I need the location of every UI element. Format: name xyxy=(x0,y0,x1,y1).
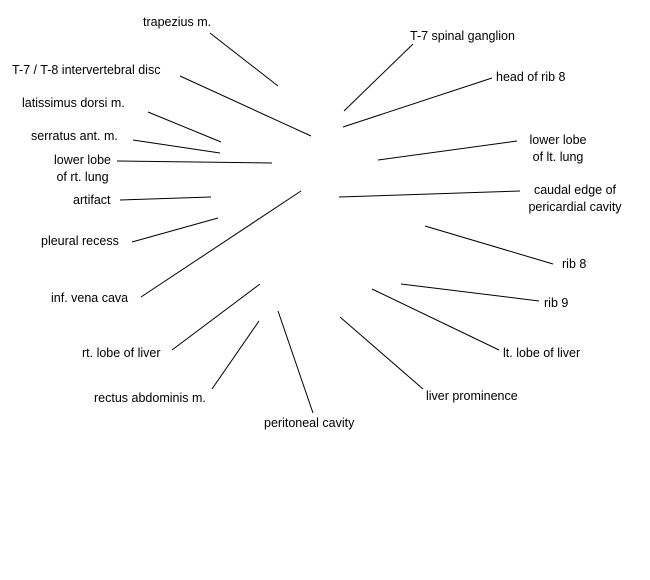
label-lower-lobe-lt-line2: of lt. lung xyxy=(532,150,584,164)
leader-line-peritoneal xyxy=(277,310,314,414)
label-caudal-edge-line2: pericardial cavity xyxy=(528,200,622,214)
label-lower-lobe-rt-line1: lower lobe xyxy=(54,153,111,167)
label-t7-t8-disc: T-7 / T-8 intervertebral disc xyxy=(12,63,161,77)
label-head-rib8: head of rib 8 xyxy=(496,70,566,84)
label-lt-lobe-liver: lt. lobe of liver xyxy=(503,346,581,360)
label-lower-lobe-lt-line1: lower lobe xyxy=(529,133,587,147)
label-rt-lobe-liver: rt. lobe of liver xyxy=(82,346,161,360)
leader-line-serratus xyxy=(132,139,221,154)
label-rib9: rib 9 xyxy=(544,296,569,310)
label-pleural-recess: pleural recess xyxy=(41,234,119,248)
leader-line-rib8 xyxy=(424,225,554,265)
label-liver-prominence: liver prominence xyxy=(426,389,518,403)
label-peritoneal: peritoneal cavity xyxy=(264,416,355,430)
leader-line-lt-lobe-liver xyxy=(371,288,500,351)
leader-line-rt-lobe-liver xyxy=(171,283,261,351)
label-rib8: rib 8 xyxy=(562,257,587,271)
label-lower-lobe-rt-line2: of rt. lung xyxy=(56,170,109,184)
label-caudal-edge-line1: caudal edge of xyxy=(533,183,616,197)
label-artifact: artifact xyxy=(73,193,111,207)
label-serratus: serratus ant. m. xyxy=(31,129,118,143)
leader-line-latissimus xyxy=(147,111,222,143)
leader-line-artifact xyxy=(119,196,212,201)
label-lower-lobe-lt: lower lobe of lt. lung xyxy=(518,132,598,166)
leader-line-lower-lobe-lt xyxy=(377,140,518,161)
label-caudal-edge: caudal edge of pericardial cavity xyxy=(515,182,635,216)
label-lower-lobe-rt: lower lobe of rt. lung xyxy=(45,152,120,186)
leader-line-t7-ganglion xyxy=(343,43,414,112)
leader-line-pleural-recess xyxy=(131,217,219,243)
leader-line-head-rib8 xyxy=(342,77,493,128)
label-inf-vena-cava: inf. vena cava xyxy=(51,291,129,305)
leader-line-liver-prominence xyxy=(339,316,424,390)
label-t7-ganglion: T-7 spinal ganglion xyxy=(410,29,515,43)
label-rectus: rectus abdominis m. xyxy=(94,391,206,405)
leader-line-lower-lobe-rt xyxy=(116,160,273,164)
leader-line-rectus xyxy=(211,320,260,390)
leader-line-rib9 xyxy=(400,283,540,302)
label-trapezius: trapezius m. xyxy=(143,15,212,29)
leader-line-t7-t8-disc xyxy=(179,75,312,137)
label-latissimus: latissimus dorsi m. xyxy=(22,96,125,110)
leader-line-caudal-edge xyxy=(338,190,521,198)
leader-line-inf-vena-cava xyxy=(140,190,302,298)
leader-line-trapezius xyxy=(209,32,279,87)
